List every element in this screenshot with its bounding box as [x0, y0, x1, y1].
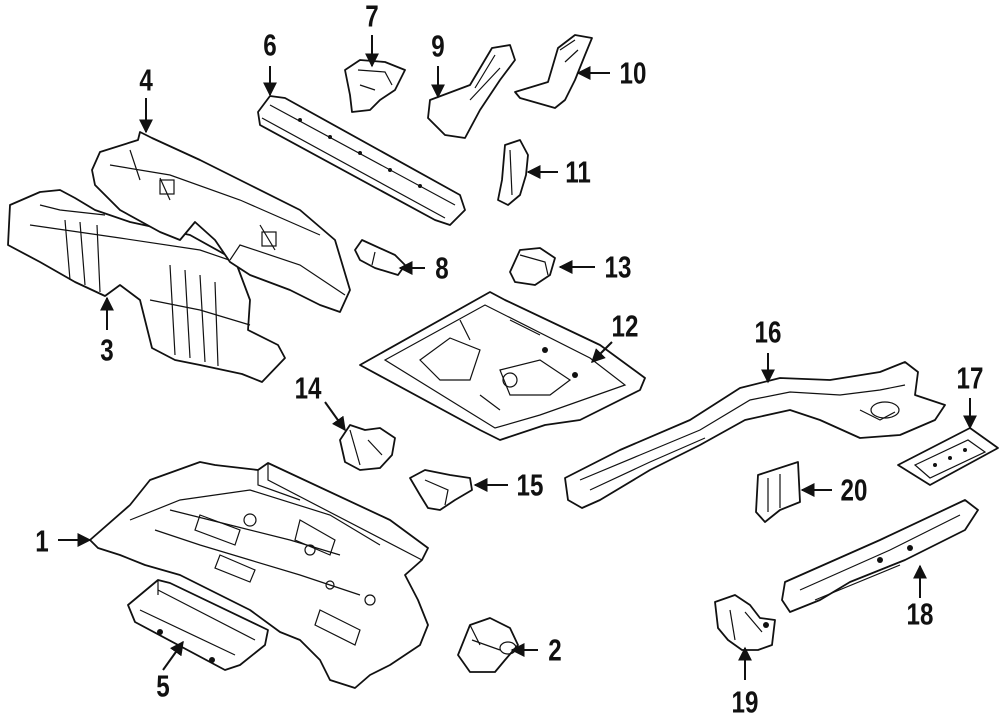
part-5-crossmember[interactable] — [127, 579, 269, 671]
part-12-rear-floor[interactable] — [359, 291, 646, 441]
part-19-bracket[interactable] — [714, 594, 776, 651]
part-7-bracket[interactable] — [344, 59, 406, 113]
callout-11: 11 — [565, 155, 591, 190]
part-14-bracket[interactable] — [339, 424, 396, 471]
part-17-plate[interactable] — [897, 427, 999, 486]
callout-labels: 1 2 3 4 5 6 7 8 9 10 11 12 13 14 15 16 1… — [35, 0, 983, 717]
callout-5: 5 — [156, 669, 169, 704]
leader-12 — [591, 341, 613, 363]
part-4-upper-panel[interactable] — [91, 131, 351, 313]
callout-13: 13 — [605, 250, 632, 285]
callout-2: 2 — [548, 633, 561, 668]
callout-1: 1 — [35, 524, 48, 559]
part-10-pillar[interactable] — [514, 34, 593, 109]
callout-9: 9 — [431, 29, 444, 64]
callout-6: 6 — [263, 28, 276, 63]
callout-15: 15 — [517, 468, 544, 503]
callout-8: 8 — [435, 251, 448, 286]
callout-4: 4 — [139, 63, 153, 98]
part-9-pillar[interactable] — [427, 44, 516, 139]
leader-5 — [162, 640, 184, 671]
callout-3: 3 — [100, 333, 113, 368]
callout-18: 18 — [907, 597, 934, 632]
callout-7: 7 — [365, 0, 378, 33]
part-11-bracket[interactable] — [497, 139, 529, 206]
leader-14 — [324, 401, 346, 432]
part-13-bracket[interactable] — [509, 247, 556, 286]
callout-10: 10 — [620, 56, 647, 91]
callout-14: 14 — [295, 371, 322, 406]
callout-12: 12 — [612, 309, 639, 344]
callout-20: 20 — [841, 473, 868, 508]
part-15-bracket[interactable] — [409, 469, 473, 511]
part-18-sill[interactable] — [781, 499, 979, 613]
part-6-rail[interactable] — [257, 95, 466, 226]
part-8-bracket[interactable] — [354, 239, 406, 276]
part-2-bracket[interactable] — [457, 617, 519, 673]
leader-lines — [58, 35, 977, 680]
callout-16: 16 — [755, 315, 782, 350]
part-3-rear-panel[interactable] — [7, 189, 286, 383]
callout-19: 19 — [732, 685, 759, 717]
part-20-bracket[interactable] — [755, 461, 801, 523]
callout-17: 17 — [957, 361, 984, 396]
part-1-floor-pan[interactable] — [89, 461, 429, 689]
